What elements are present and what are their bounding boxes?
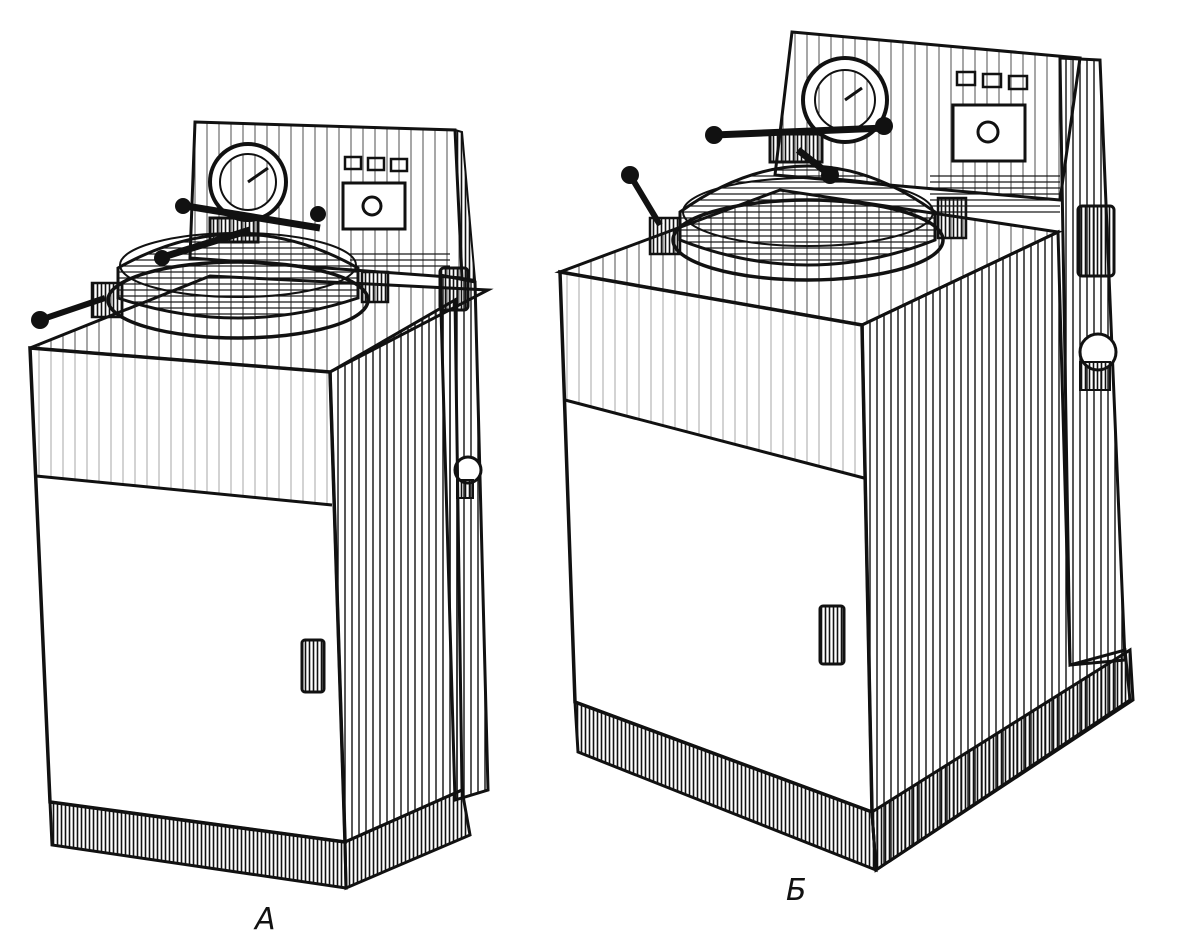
autoclave-a [28,120,494,891]
caption-a: А [255,902,276,937]
indicator-lamps [955,70,1029,91]
indicator-lamps [343,155,409,173]
caption-b: Б [786,873,807,908]
control-panel-b [773,30,1127,667]
autoclave-b [554,30,1135,873]
pressure-gauge-icon [801,56,889,144]
autoclave-lid-b [621,117,968,282]
cabinet-front-a [28,346,348,890]
dial-switch-icon [951,103,1027,163]
pressure-gauge-icon [208,142,288,222]
side-latch-icon [1076,204,1116,278]
dial-switch-icon [341,181,407,231]
door-handle-icon [300,638,326,694]
cabinet-front-b [558,269,878,873]
autoclave-lid-a [31,198,390,340]
door-handle-icon [818,604,846,666]
side-valve-icon [1078,332,1118,391]
